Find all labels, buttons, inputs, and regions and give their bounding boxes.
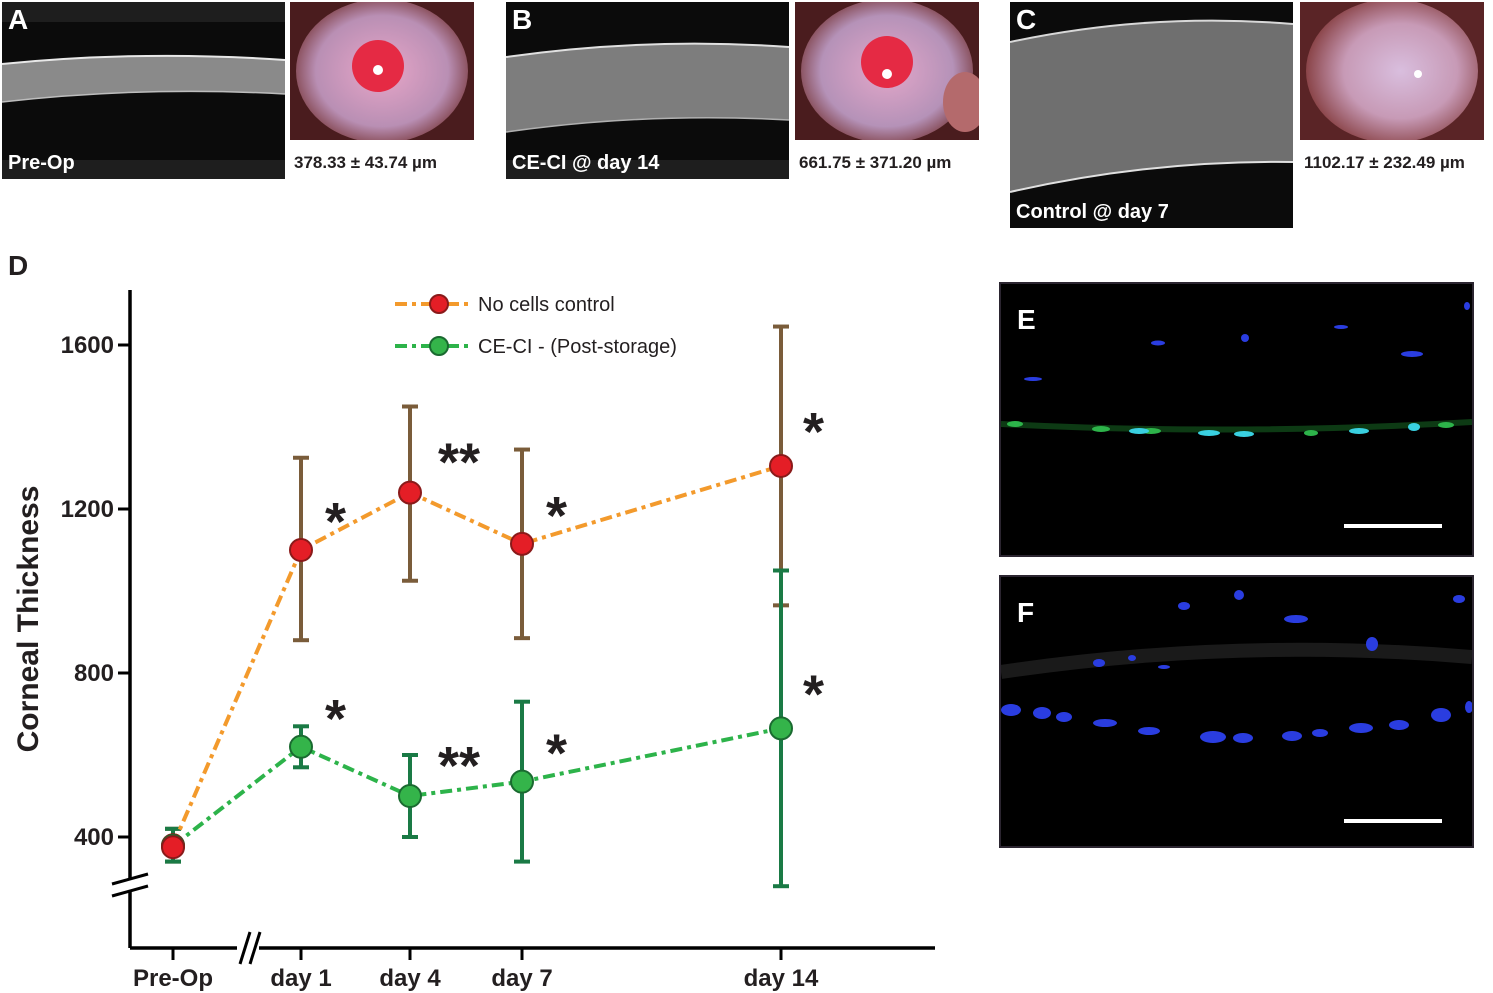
significance-label: * bbox=[325, 492, 346, 552]
significance-label: * bbox=[803, 664, 824, 724]
significance-label: ** bbox=[438, 433, 480, 493]
y-axis-label: Corneal Thickness bbox=[12, 486, 45, 753]
scale-bar bbox=[1344, 819, 1442, 823]
oct-label-control-day-7: Control @ day 7 bbox=[1016, 201, 1169, 223]
data-point bbox=[161, 835, 185, 860]
data-point bbox=[289, 734, 313, 759]
data-point bbox=[289, 538, 313, 562]
data-point bbox=[510, 769, 534, 794]
legend-marker bbox=[429, 336, 449, 356]
data-point bbox=[769, 453, 793, 478]
series-line bbox=[171, 726, 782, 848]
x-tick-label: day 7 bbox=[491, 965, 552, 992]
x-axis-break-mark bbox=[238, 931, 252, 965]
panel-e-fluorescence-image: E bbox=[999, 282, 1474, 557]
panel-letter-e: E bbox=[1017, 304, 1036, 335]
x-tick-label: Pre-Op bbox=[133, 965, 213, 992]
oct-scan-graphic bbox=[506, 2, 789, 179]
oct-label-pre-op: Pre-Op bbox=[8, 152, 75, 174]
x-tick-label: day 1 bbox=[270, 965, 331, 992]
panel-letter-f: F bbox=[1017, 597, 1035, 628]
panel-b-oct-image: B CE-CI @ day 14 bbox=[506, 2, 789, 179]
panel-a-oct-image: A Pre-Op bbox=[2, 2, 285, 179]
panel-c-oct-image: C Control @ day 7 bbox=[1010, 2, 1293, 228]
panel-letter-c: C bbox=[1016, 4, 1037, 35]
eye-photo-graphic bbox=[1300, 2, 1484, 140]
data-point bbox=[510, 531, 534, 556]
y-tick-label: 1600 bbox=[61, 332, 114, 359]
y-tick-label: 1200 bbox=[61, 496, 114, 523]
oct-scan-graphic bbox=[2, 2, 285, 179]
significance-label: * bbox=[325, 689, 346, 749]
legend-marker bbox=[429, 294, 449, 314]
measurement-b: 661.75 ± 371.20 µm bbox=[799, 153, 952, 172]
y-tick-label: 800 bbox=[74, 660, 114, 687]
legend-label: No cells control bbox=[478, 294, 615, 316]
x-axis-break-mark bbox=[248, 931, 262, 965]
x-tick-label: day 4 bbox=[379, 965, 441, 992]
panel-c-eye-photo bbox=[1300, 2, 1484, 140]
fluorescence-graphic bbox=[1001, 577, 1472, 846]
scale-bar bbox=[1344, 524, 1442, 528]
legend-label: CE-CI - (Post-storage) bbox=[478, 336, 677, 358]
significance-label: * bbox=[546, 724, 567, 784]
data-point bbox=[398, 480, 422, 505]
data-point bbox=[769, 716, 793, 741]
eye-photo-graphic bbox=[795, 2, 979, 140]
significance-label: ** bbox=[438, 736, 480, 796]
panel-a-eye-photo bbox=[290, 2, 474, 140]
oct-label-ceci-day-14: CE-CI @ day 14 bbox=[512, 152, 660, 174]
y-axis-break-mark bbox=[111, 884, 149, 898]
measurement-c: 1102.17 ± 232.49 µm bbox=[1304, 153, 1465, 172]
y-tick-label: 400 bbox=[74, 824, 114, 851]
panel-letter-a: A bbox=[8, 4, 29, 35]
panel-f-fluorescence-image: F bbox=[999, 575, 1474, 848]
significance-label: * bbox=[546, 486, 567, 546]
panel-letter-b: B bbox=[512, 4, 533, 35]
data-point bbox=[398, 784, 422, 808]
significance-label: * bbox=[803, 402, 824, 462]
eye-photo-graphic bbox=[290, 2, 474, 140]
y-axis-break-mark bbox=[111, 872, 149, 886]
panel-letter-d: D bbox=[8, 250, 29, 281]
oct-scan-graphic bbox=[1010, 2, 1293, 228]
x-tick-label: day 14 bbox=[744, 965, 819, 992]
fluorescence-graphic bbox=[1001, 284, 1472, 555]
panel-b-eye-photo bbox=[795, 2, 979, 140]
measurement-a: 378.33 ± 43.74 µm bbox=[294, 153, 437, 172]
